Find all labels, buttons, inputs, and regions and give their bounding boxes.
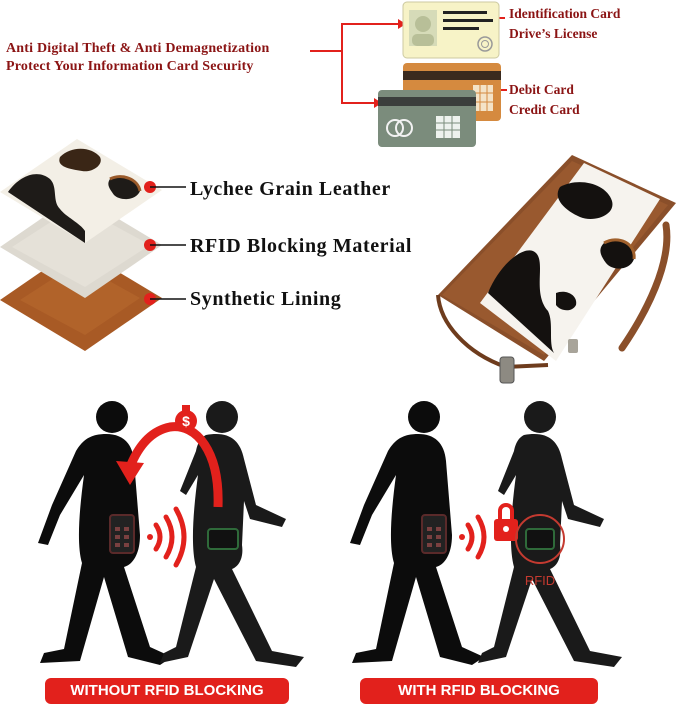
money-symbol: $: [182, 413, 190, 429]
id-card-labels: Identification Card Drive’s License: [509, 4, 620, 44]
credit-card-label: Credit Card: [509, 102, 580, 117]
material-layers-illustration: [0, 139, 186, 351]
headline-line-2: Protect Your Information Card Security: [6, 59, 254, 74]
bank-card-labels: Debit Card Credit Card: [509, 80, 580, 120]
scene-with-rfid: RFID: [350, 401, 622, 667]
layer-label-rfid: RFID Blocking Material: [190, 235, 413, 257]
layer-label-lining: Synthetic Lining: [190, 288, 342, 310]
layer-label-leather: Lychee Grain Leather: [190, 178, 391, 200]
id-card-illustration: [402, 1, 500, 59]
thief-silhouette-left: [160, 401, 304, 667]
debit-card-label: Debit Card: [509, 82, 574, 97]
banner-with-rfid: WITH RFID BLOCKING: [360, 678, 598, 704]
cow-print-wallet-product: [436, 155, 676, 384]
victim-silhouette-left: [38, 401, 172, 665]
id-card-label: Identification Card: [509, 6, 621, 21]
banner-without-rfid: WITHOUT RFID BLOCKING: [45, 678, 289, 704]
scene-without-rfid: $: [38, 401, 304, 667]
drivers-license-label: Drive’s License: [509, 26, 598, 41]
thief-silhouette-right: [478, 401, 622, 667]
headline: Anti Digital Theft & Anti Demagnetizatio…: [6, 40, 336, 76]
headline-line-1: Anti Digital Theft & Anti Demagnetizatio…: [6, 41, 270, 56]
victim-silhouette-right: [350, 401, 484, 665]
rfid-badge: RFID: [525, 573, 555, 588]
credit-card-illustration: [378, 90, 476, 147]
